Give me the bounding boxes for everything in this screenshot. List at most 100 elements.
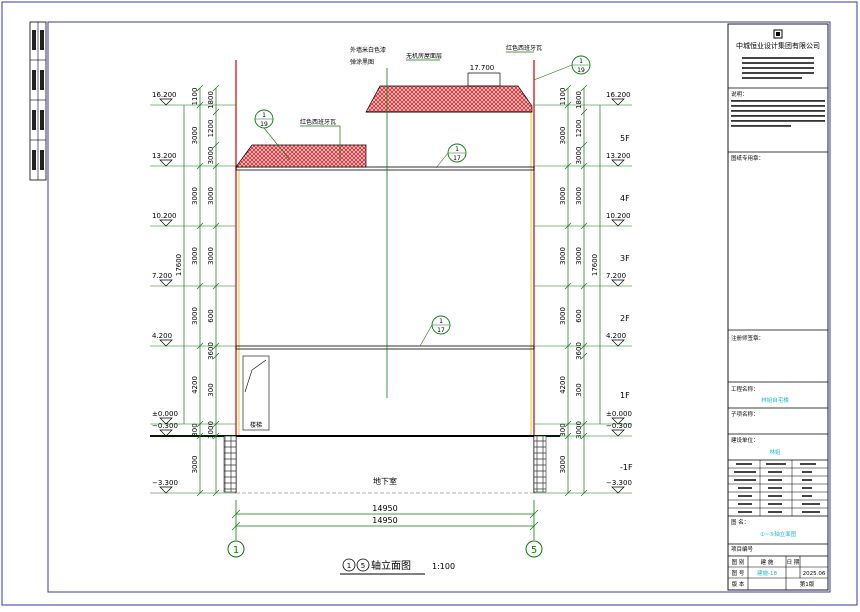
floor-label-7: -1F [620, 463, 633, 472]
axis-bubble-left: 1 [227, 540, 245, 558]
svg-text:17: 17 [437, 327, 445, 334]
right-chain-b-dim-3: 3000 [575, 187, 583, 205]
axis-bubble-right: 5 [525, 540, 543, 558]
drawing-type-label: 图 别 [732, 558, 745, 566]
right-chain-b-dim-0: 1800 [575, 91, 583, 109]
overall-height-dim-right: 17600 [591, 254, 599, 276]
build-unit-label: 建设单位： [731, 436, 759, 444]
title-block: 中城恒业设计集团有限公司 说明： 图纸专用章： 注册师签章： 工程名称： 林姐自… [727, 23, 829, 591]
engineer-seal-heading: 注册师签章： [731, 334, 764, 342]
level-label-right-2: 10.200 [606, 212, 631, 220]
lower-roof-tiles [235, 144, 367, 168]
left-chain-b-dim-7: 300 [207, 383, 215, 396]
roof-level-label: 17.700 [470, 64, 495, 72]
roof-note: 无机房屋面层 [406, 52, 442, 60]
floor-label-3: 3F [620, 254, 630, 263]
build-unit: 林姐 [769, 448, 781, 456]
drawing-name: ①~⑤轴立面图 [760, 530, 797, 538]
left-chain-b-dim-1: 1200 [207, 120, 215, 138]
left-chain-b-dim-4: 3000 [207, 247, 215, 265]
floor-slab-2f [235, 345, 535, 350]
left-chain-b-dim-0: 1800 [207, 91, 215, 109]
level-label-left-4: 4.200 [152, 332, 172, 340]
right-chain-a-dim-5: 4200 [559, 376, 567, 394]
level-label-left-2: 10.200 [152, 212, 177, 220]
overall-width-dimension [231, 509, 539, 531]
right-chain-b-dim-1: 1200 [575, 120, 583, 138]
dimension-texts: 1100 3000 3000 3000 3000 4200 300 3000 1800 1200 3… [175, 88, 599, 474]
drawing-scale: 1:100 [432, 562, 455, 571]
level-label-right-6: −0.300 [606, 422, 632, 430]
right-chain-a-dim-6: 300 [559, 423, 567, 436]
wall-finish-note: 外墙米白色漆 [350, 46, 386, 54]
sub-item-label: 子项名称： [731, 410, 759, 418]
callout-bubble: 1 19 [533, 55, 591, 81]
svg-text:1: 1 [439, 318, 443, 325]
signoff-grid-text [734, 463, 820, 513]
left-chain-a-dim-4: 3000 [191, 307, 199, 325]
drawing-no: 建施-18 [757, 569, 777, 577]
roof-access-box [467, 72, 501, 87]
right-chain-b-dim-8: 3000 [575, 421, 583, 439]
callout-bubble: 1 17 [435, 143, 467, 169]
level-label-right-5: ±0.000 [606, 410, 632, 418]
level-label-right-0: 16.200 [606, 91, 631, 99]
basement-label: 地下室 [373, 476, 397, 486]
red-tile-note-lower: 红色西班牙瓦 [300, 118, 336, 126]
svg-text:1: 1 [262, 112, 266, 119]
floor-label-5: 1F [620, 391, 630, 400]
title-axis-5-icon [356, 558, 370, 572]
level-label-left-3: 7.200 [152, 272, 172, 280]
right-chain-a-dim-0: 1100 [559, 88, 567, 106]
callout-bubble: 1 17 [419, 315, 451, 347]
svg-text:5: 5 [361, 562, 365, 570]
level-label-right-3: 7.200 [606, 272, 626, 280]
floor-label-2: 4F [620, 194, 630, 203]
soil-hatch-left [223, 435, 237, 493]
drawing-title: 1 5 轴立面图 1:100 [340, 558, 455, 575]
version-label: 版 本 [732, 580, 745, 588]
level-label-left-5: ±0.000 [152, 410, 178, 418]
notes-heading: 说明： [731, 90, 748, 98]
level-label-left-7: −3.300 [152, 479, 178, 487]
stair-label: 楼梯 [250, 421, 262, 429]
notes-text [731, 100, 825, 127]
left-chain-a-dim-7: 3000 [191, 456, 199, 474]
left-chain-a-dim-6: 300 [191, 423, 199, 436]
level-label-left-6: −0.300 [152, 422, 178, 430]
axis-lines [235, 500, 535, 540]
project-no-label: 项目编号 [731, 545, 754, 553]
margin-stamp-strip [29, 21, 47, 181]
right-chain-b-dim-2: 3000 [575, 147, 583, 165]
total-width-dim-1: 14950 [372, 504, 397, 513]
left-chain-b-dim-2: 3000 [207, 147, 215, 165]
level-label-left-0: 16.200 [152, 91, 177, 99]
svg-text:1: 1 [233, 545, 239, 556]
left-chain-a-dim-2: 3000 [191, 187, 199, 205]
floor-label-1: 5F [620, 134, 630, 143]
title-axis-1-icon [342, 558, 356, 572]
svg-text:19: 19 [577, 67, 585, 74]
company-name: 中城恒业设计集团有限公司 [736, 41, 820, 50]
svg-text:19: 19 [260, 121, 268, 128]
annotation-leaders [300, 51, 534, 160]
signoff-grid [728, 460, 828, 516]
drawing-no-label: 图 号 [732, 569, 745, 577]
project-name: 林姐自宅楼 [761, 396, 789, 404]
overall-height-dim-left: 17600 [175, 254, 183, 276]
left-chain-a-dim-3: 3000 [191, 247, 199, 265]
level-label-left-1: 13.200 [152, 152, 177, 160]
callout-bubble: 1 19 [254, 109, 291, 161]
date-label: 日 期 [787, 559, 800, 566]
seal-heading: 图纸专用章： [731, 154, 764, 162]
svg-text:17: 17 [453, 155, 461, 162]
right-chain-b-dim-5: 600 [575, 309, 583, 322]
soil-hatch-right [533, 435, 547, 493]
left-chain-b-dim-6: 3600 [207, 342, 215, 360]
drawing-type: 建 施 [761, 558, 774, 566]
inner-frame [47, 21, 831, 593]
svg-text:1: 1 [579, 58, 583, 65]
